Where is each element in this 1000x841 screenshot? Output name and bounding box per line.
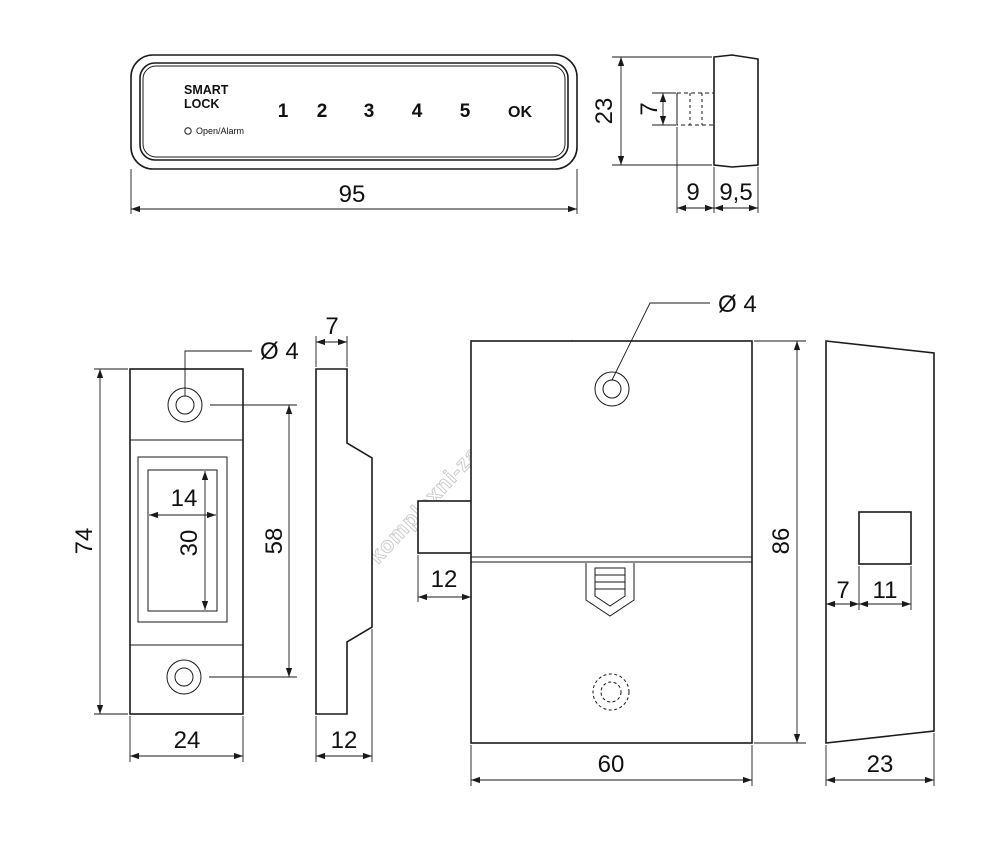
dim-side-window: 11: [873, 577, 898, 604]
key-ok: OK: [508, 104, 532, 121]
dim-lock-height: 86: [768, 528, 795, 555]
dim-strike-inner-height: 30: [176, 530, 203, 557]
keypad-side-cap: [713, 54, 759, 168]
lock-body-side-view: 7 11 23: [825, 340, 935, 786]
key-4: 4: [412, 101, 423, 122]
lock-side-window: [858, 511, 912, 565]
dim-lock-hole: Ø 4: [718, 291, 757, 318]
led-indicator-icon: [184, 127, 192, 135]
dim-strike-side-depth: 12: [331, 727, 358, 754]
lock-body-front-view: Ø 4 86 12 60: [417, 291, 806, 786]
lock-latch: [585, 563, 635, 617]
dim-keypad-height: 23: [591, 98, 618, 125]
brand-line-2: LOCK: [184, 97, 219, 111]
dim-knob-height: 7: [636, 102, 663, 115]
lock-hidden-hole-icon: [592, 673, 630, 711]
keypad-front-view: SMART LOCK Open/Alarm 1 2 3 4 5 OK 95: [130, 54, 578, 214]
strike-plate-front-view: Ø 4 14 30 74 58 24: [71, 338, 299, 762]
dim-knob-length: 9: [686, 179, 699, 206]
dim-strike-width: 24: [174, 727, 201, 754]
lock-body: [470, 340, 753, 744]
key-1: 1: [278, 101, 289, 122]
dim-strike-height: 74: [71, 528, 98, 555]
keypad-side-view: 23 7 9 9,5: [591, 54, 759, 213]
dim-strike-hole-spacing: 58: [261, 528, 288, 555]
dim-cap-depth: 9,5: [719, 179, 752, 206]
key-2: 2: [317, 101, 328, 122]
strike-opening: [147, 469, 218, 612]
strike-plate-frame: [129, 439, 244, 646]
keypad-inner-bevel: [142, 65, 566, 158]
led-label: Open/Alarm: [196, 126, 244, 136]
lock-bolt: [417, 500, 473, 554]
dim-side-offset: 7: [836, 577, 849, 604]
dim-strike-hole: Ø 4: [260, 338, 299, 365]
dim-side-depth: 23: [867, 751, 894, 778]
brand-line-1: SMART: [184, 83, 229, 97]
dim-strike-depth: 7: [325, 313, 338, 340]
key-3: 3: [364, 101, 375, 122]
dim-strike-inner-width: 14: [171, 485, 198, 512]
strike-side-profile: [315, 368, 373, 715]
strike-plate-side-view: 7 12: [315, 313, 373, 762]
key-5: 5: [460, 101, 471, 122]
knob-shaft: [676, 92, 715, 126]
dim-lock-width: 60: [598, 751, 625, 778]
lock-screw-hole-icon: [594, 371, 630, 407]
dim-keypad-width: 95: [339, 181, 366, 208]
strike-plate-body: [129, 368, 244, 715]
keypad-inner-panel: [139, 62, 569, 161]
screw-hole-bottom-icon: [166, 659, 202, 695]
dim-bolt-extension: 12: [431, 566, 458, 593]
